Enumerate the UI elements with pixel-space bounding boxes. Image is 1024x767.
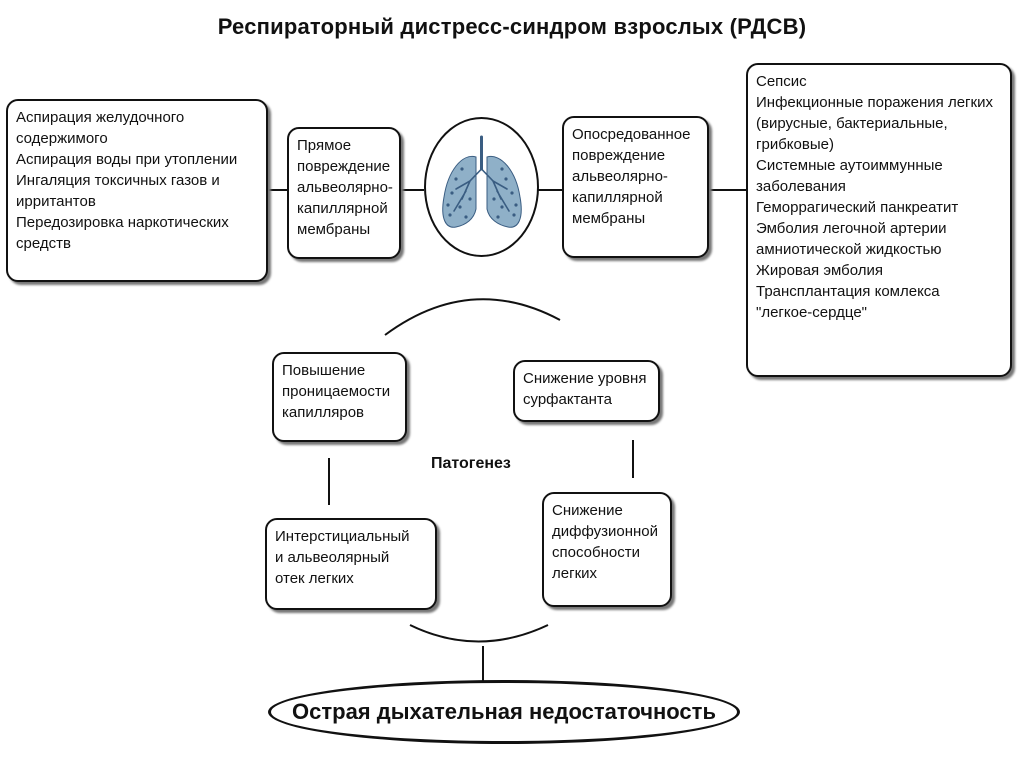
indirect-cause-line: амниотической жидкостью bbox=[756, 241, 942, 258]
capillary-permeability-line: проницаемости bbox=[282, 383, 391, 400]
indirect-cause-line: Трансплантация комлекса bbox=[756, 283, 940, 300]
indirect-damage-line: мембраны bbox=[572, 210, 646, 227]
diffusion-line: диффузионной bbox=[552, 523, 659, 540]
surfactant-line: Снижение уровня bbox=[523, 370, 647, 387]
indirect-damage-box: Опосредованное повреждение альвеолярно-кап… bbox=[562, 116, 709, 258]
direct-cause-line: содержимого bbox=[16, 130, 108, 147]
lungs-circle bbox=[424, 117, 539, 257]
edema-line: отек легких bbox=[275, 570, 354, 587]
direct-damage-line: повреждение bbox=[297, 158, 391, 175]
outcome-label: Острая дыхательная недостаточность bbox=[292, 699, 716, 724]
direct-cause-line: Передозировка наркотических bbox=[16, 214, 229, 231]
edema-box: Интерстициальный и альвеолярный отек легки… bbox=[265, 518, 437, 610]
capillary-permeability-line: Повышение bbox=[282, 362, 366, 379]
diffusion-line: Снижение bbox=[552, 502, 623, 519]
outcome-ellipse: Острая дыхательная недостаточность bbox=[268, 680, 740, 744]
lungs-icon bbox=[442, 135, 522, 228]
direct-damage-line: мембраны bbox=[297, 221, 371, 238]
indirect-cause-line: Системные аутоиммунные bbox=[756, 157, 943, 174]
capillary-permeability-box: Повышение проницаемости капилляров bbox=[272, 352, 407, 442]
edema-line: Интерстициальный bbox=[275, 528, 410, 545]
capillary-permeability-line: капилляров bbox=[282, 404, 365, 421]
indirect-cause-line: Инфекционные поражения легких bbox=[756, 94, 993, 111]
surfactant-box: Снижение уровня сурфактанта bbox=[513, 360, 660, 422]
indirect-cause-line: Жировая эмболия bbox=[756, 262, 884, 279]
direct-damage-line: капиллярной bbox=[297, 200, 388, 217]
indirect-cause-line: Сепсис bbox=[756, 73, 807, 90]
direct-cause-line: ирритантов bbox=[16, 193, 96, 210]
diffusion-box: Снижение диффузионной способности легких bbox=[542, 492, 672, 607]
direct-cause-line: Ингаляция токсичных газов и bbox=[16, 172, 220, 189]
indirect-damage-line: повреждение bbox=[572, 147, 666, 164]
indirect-damage-line: Опосредованное bbox=[572, 126, 691, 143]
direct-cause-line: Аспирация желудочного bbox=[16, 109, 185, 126]
surfactant-line: сурфактанта bbox=[523, 391, 612, 408]
pathogenesis-label: Патогенез bbox=[431, 455, 511, 472]
indirect-damage-line: капиллярной bbox=[572, 189, 663, 206]
direct-damage-line: Прямое bbox=[297, 137, 352, 154]
direct-cause-line: средств bbox=[16, 235, 71, 252]
indirect-cause-line: Эмболия легочной артерии bbox=[756, 220, 947, 237]
diagram-title: Респираторный дистресс-синдром взрослых … bbox=[217, 14, 807, 39]
direct-cause-line: Аспирация воды при утоплении bbox=[16, 151, 238, 168]
indirect-cause-line: грибковые) bbox=[756, 136, 834, 153]
indirect-cause-line: Геморрагический панкреатит bbox=[756, 199, 959, 216]
indirect-cause-line: заболевания bbox=[756, 178, 846, 195]
edema-line: и альвеолярный bbox=[275, 549, 390, 566]
indirect-damage-line: альвеолярно- bbox=[572, 168, 668, 185]
diffusion-line: легких bbox=[552, 565, 598, 582]
direct-damage-line: альвеолярно- bbox=[297, 179, 393, 196]
indirect-cause-line: "легкое-сердце" bbox=[756, 304, 867, 321]
diffusion-line: способности bbox=[552, 544, 640, 561]
indirect-cause-line: (вирусные, бактериальные, bbox=[756, 115, 948, 132]
direct-damage-box: Прямое повреждение альвеолярно-капиллярной… bbox=[287, 127, 401, 259]
